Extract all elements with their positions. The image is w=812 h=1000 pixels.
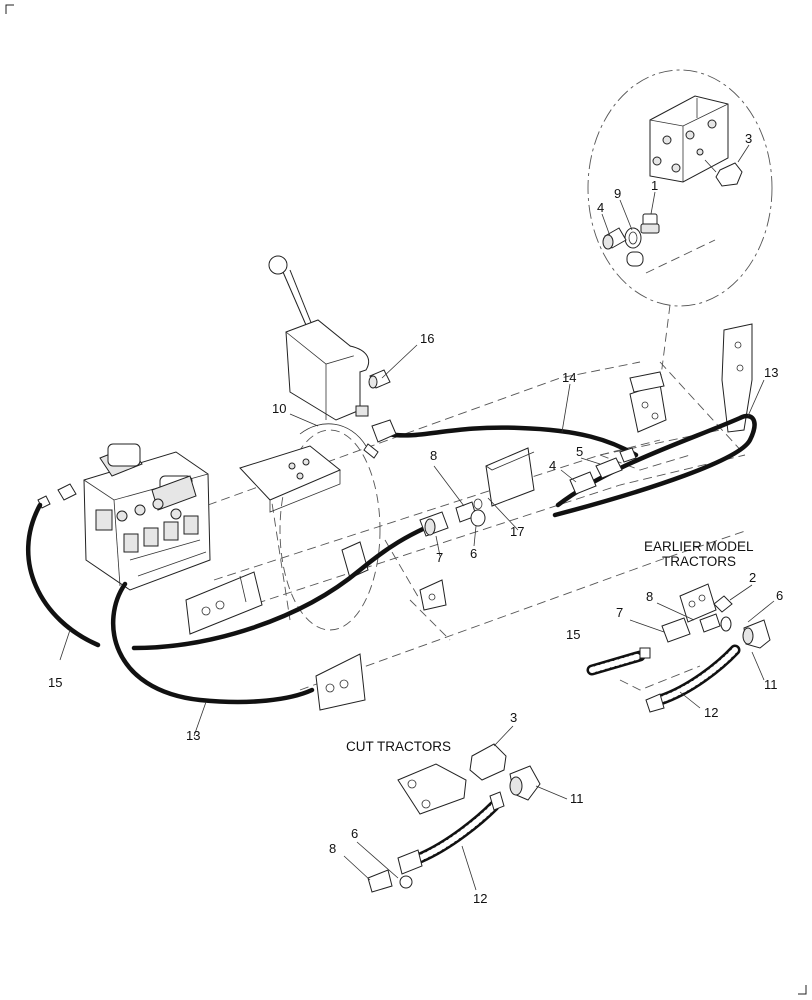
leader-lines xyxy=(59,144,775,891)
earlier-model-heading-line1: EARLIER MODEL xyxy=(644,539,754,554)
earlier-model-inset xyxy=(586,583,771,713)
control-valve-stack xyxy=(37,443,211,591)
callout-7-main: 7 xyxy=(436,550,443,565)
callout-4-detail: 4 xyxy=(597,200,604,215)
callout-14: 14 xyxy=(562,370,576,385)
callout-11-earlier: 11 xyxy=(764,677,778,692)
callout-8-earlier: 8 xyxy=(646,589,653,604)
callout-12-earlier: 12 xyxy=(704,705,718,720)
callout-17: 17 xyxy=(510,524,524,539)
callout-4-main: 4 xyxy=(549,458,556,473)
fitting-part-16 xyxy=(368,369,391,389)
adapter-part-3 xyxy=(704,159,743,187)
control-lever-assembly xyxy=(268,255,370,421)
tractor-frame-outline xyxy=(185,323,753,711)
callout-10: 10 xyxy=(272,401,286,416)
callout-16: 16 xyxy=(420,331,434,346)
callout-8-cut: 8 xyxy=(329,841,336,856)
fitting-part-1 xyxy=(640,213,660,234)
callout-3-detail: 3 xyxy=(745,131,752,146)
fitting-row-mid xyxy=(371,419,637,537)
callout-3-cut: 3 xyxy=(510,710,517,725)
callout-7-earlier: 7 xyxy=(616,605,623,620)
hose-part-15 xyxy=(25,502,428,651)
callout-13-top: 13 xyxy=(764,365,778,380)
callout-6-main: 6 xyxy=(470,546,477,561)
callout-6-earlier: 6 xyxy=(776,588,783,603)
callout-5: 5 xyxy=(576,444,583,459)
callout-12-cut: 12 xyxy=(473,891,487,906)
callout-labels: 3 1 9 4 16 14 13 10 8 5 4 17 6 7 15 13 E… xyxy=(48,131,783,906)
cut-tractors-heading: CUT TRACTORS xyxy=(346,739,451,754)
callout-6-cut: 6 xyxy=(351,826,358,841)
cut-tractors-inset xyxy=(367,743,541,893)
valve-block-detail xyxy=(649,95,729,183)
callout-8-main: 8 xyxy=(430,448,437,463)
wire-part-10 xyxy=(299,423,379,459)
callout-13-bottom: 13 xyxy=(186,728,200,743)
hose-part-14 xyxy=(385,425,639,458)
callout-15-main: 15 xyxy=(48,675,62,690)
callout-1: 1 xyxy=(651,178,658,193)
callout-15-earlier: 15 xyxy=(566,627,580,642)
detail-circle xyxy=(587,69,773,385)
earlier-model-heading-line2: TRACTORS xyxy=(662,554,736,569)
hose-part-13 xyxy=(111,413,757,705)
callout-2: 2 xyxy=(749,570,756,585)
coupler-part-4 xyxy=(602,227,627,250)
crop-marks xyxy=(5,4,807,995)
oring-part-9 xyxy=(624,227,644,267)
callout-11-cut: 11 xyxy=(570,791,584,806)
callout-9: 9 xyxy=(614,186,621,201)
